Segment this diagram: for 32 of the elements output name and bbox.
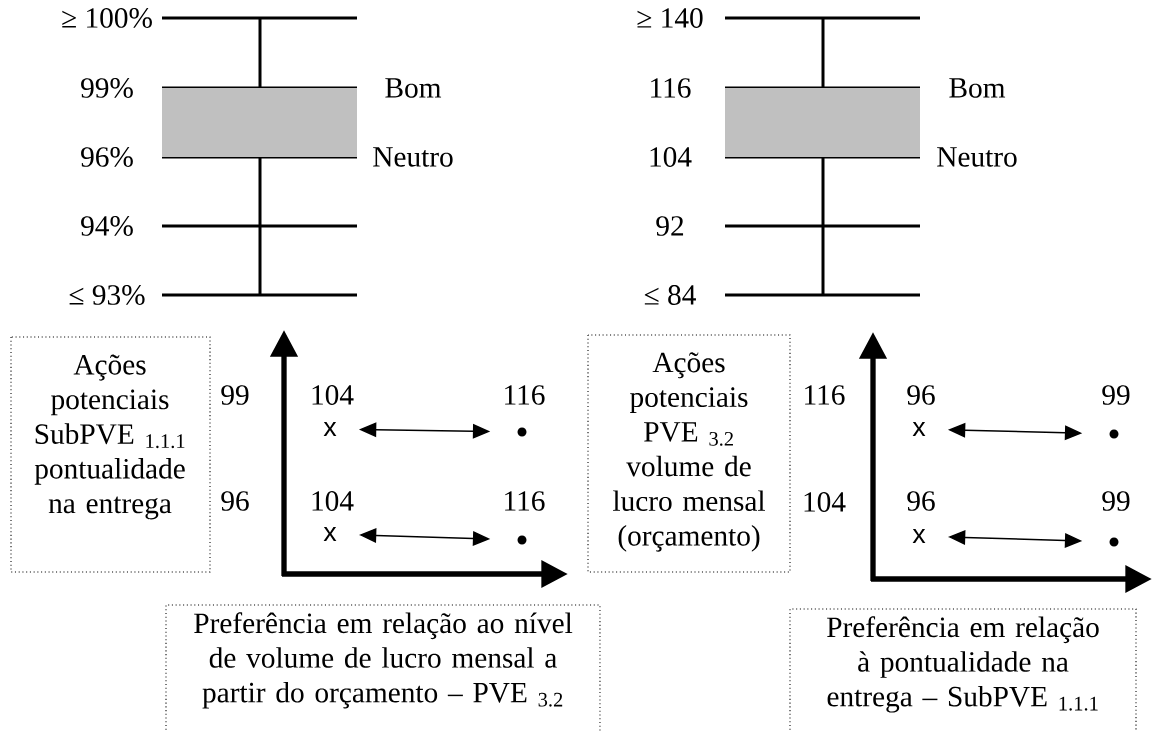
text-box: Preferência em relação ao nível de volume de lucro mensal a partir do orçamento – PVE $_{3.2}$ bbox=[165, 604, 601, 731]
scale-label: Neutro bbox=[373, 147, 453, 167]
value-label: 104 bbox=[312, 491, 354, 511]
value-label: 116 bbox=[505, 491, 545, 511]
value-label: 96 bbox=[907, 491, 935, 511]
value-label: 96 bbox=[907, 385, 935, 405]
text-box: Ações potenciais PVE $_{3.2}$ volume de lucro mensal (orçamento) bbox=[587, 334, 791, 573]
text-box: Ações potenciais SubPVE $_{1.1.1}$ pontualidade na entrega bbox=[10, 336, 211, 573]
scale-label: 116 bbox=[651, 78, 691, 98]
scale-label: ≥ 100% bbox=[62, 8, 152, 28]
scale-label: 96% bbox=[81, 147, 133, 167]
scale-label: Neutro bbox=[937, 147, 1017, 167]
scale-label: ≤ 84 bbox=[644, 285, 696, 305]
value-label: 116 bbox=[505, 385, 545, 405]
x-mark: x bbox=[912, 421, 926, 437]
scale-label: ≤ 93% bbox=[69, 285, 145, 305]
scale-label: Bom bbox=[949, 78, 1006, 98]
scale-label: 99% bbox=[81, 78, 133, 98]
value-label: 99 bbox=[1102, 491, 1130, 511]
scale-label: 94% bbox=[81, 216, 133, 236]
shaded-band bbox=[725, 88, 920, 157]
scale-label: 92 bbox=[656, 216, 684, 236]
text-box: Preferência em relação à pontualidade na entrega – SubPVE $_{1.1.1}$ bbox=[789, 608, 1137, 731]
value-label: 99 bbox=[1102, 385, 1130, 405]
x-mark: x bbox=[912, 528, 926, 544]
scale-label: 104 bbox=[650, 147, 692, 167]
shaded-band bbox=[162, 88, 357, 157]
value-label: 104 bbox=[312, 385, 354, 405]
x-mark: x bbox=[323, 421, 337, 437]
x-mark: x bbox=[323, 526, 337, 542]
scale-label: ≥ 140 bbox=[637, 8, 703, 28]
scale-label: Bom bbox=[385, 78, 442, 98]
